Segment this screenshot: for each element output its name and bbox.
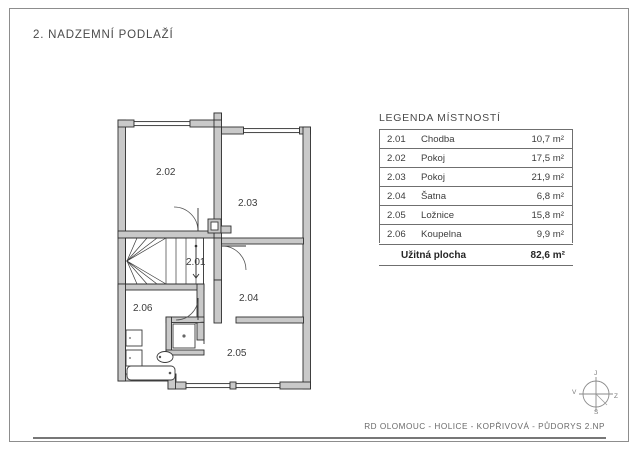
legend-code: 2.02 xyxy=(387,152,406,164)
total-area-label: Užitná plocha xyxy=(401,249,467,261)
legend-row-2-05: 2.05 Ložnice 15,8 m² xyxy=(379,205,573,224)
legend-name: Pokoj xyxy=(421,171,445,183)
compass-label-east: Z xyxy=(614,393,618,400)
compass-icon xyxy=(579,377,613,411)
footer-caption: RD OLOMOUC - HOLICE - KOPŘIVOVÁ - PŮDORY… xyxy=(364,422,605,431)
compass-label-south: S xyxy=(594,409,599,416)
legend-name: Ložnice xyxy=(421,209,455,221)
compass-label-west: V xyxy=(572,389,577,396)
room-label-2-06: 2.06 xyxy=(133,303,153,314)
doors xyxy=(173,206,247,345)
legend-name: Chodba xyxy=(421,133,455,145)
legend-row-2-01: 2.01 Chodba 10,7 m² xyxy=(379,129,573,148)
legend-code: 2.03 xyxy=(387,171,406,183)
room-legend: LEGENDA MÍSTNOSTÍ 2.01 Chodba 10,7 m² 2.… xyxy=(379,112,573,266)
legend-area: 21,9 m² xyxy=(531,171,564,183)
legend-heading: LEGENDA MÍSTNOSTÍ xyxy=(379,112,501,124)
room-label-2-05: 2.05 xyxy=(227,348,247,359)
legend-area: 6,8 m² xyxy=(536,190,564,202)
legend-row-2-04: 2.04 Šatna 6,8 m² xyxy=(379,186,573,205)
room-label-2-04: 2.04 xyxy=(239,293,259,304)
legend-area: 10,7 m² xyxy=(531,133,564,145)
legend-name: Pokoj xyxy=(421,152,445,164)
total-area-value: 82,6 m² xyxy=(530,249,565,261)
page-border-frame xyxy=(9,8,629,442)
interior-walls xyxy=(117,126,304,382)
room-label-2-03: 2.03 xyxy=(238,198,258,209)
compass-label-north: J xyxy=(594,370,598,377)
room-label-2-02: 2.02 xyxy=(156,167,176,178)
wc-fixture xyxy=(172,323,196,349)
bathroom-fixtures xyxy=(125,329,176,381)
staircase xyxy=(125,237,204,285)
legend-row-2-03: 2.03 Pokoj 21,9 m² xyxy=(379,167,573,186)
legend-row-2-06: 2.06 Koupelna 9,9 m² xyxy=(379,224,573,243)
page-title: 2. NADZEMNÍ PODLAŽÍ xyxy=(33,29,174,41)
legend-code: 2.05 xyxy=(387,209,406,221)
exterior-walls xyxy=(117,112,311,390)
legend-code: 2.06 xyxy=(387,228,406,240)
legend-code: 2.04 xyxy=(387,190,406,202)
room-label-2-01: 2.01 xyxy=(186,257,206,268)
legend-name: Koupelna xyxy=(421,228,462,240)
legend-name: Šatna xyxy=(421,190,447,202)
footer-divider xyxy=(33,437,606,439)
legend-area: 9,9 m² xyxy=(536,228,564,240)
legend-code: 2.01 xyxy=(387,133,406,145)
compass-rose: J S V Z xyxy=(570,366,622,418)
legend-area: 15,8 m² xyxy=(531,209,564,221)
legend-area: 17,5 m² xyxy=(531,152,564,164)
legend-row-2-02: 2.02 Pokoj 17,5 m² xyxy=(379,148,573,167)
legend-total-row: Užitná plocha 82,6 m² xyxy=(379,244,573,266)
